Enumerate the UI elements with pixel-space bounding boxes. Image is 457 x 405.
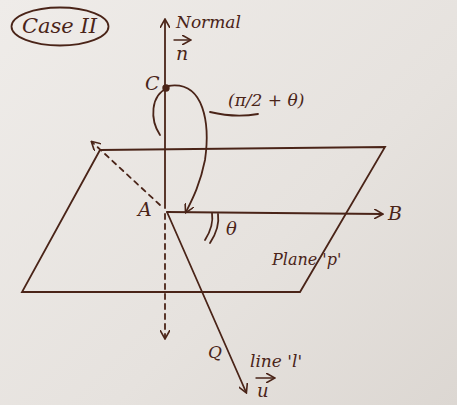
angle-label: (π/2 + θ) <box>228 92 304 109</box>
normal-line <box>164 20 166 208</box>
plane-label: Plane 'p' <box>272 252 341 268</box>
angle-arc <box>168 85 207 212</box>
point-label: B <box>388 204 402 223</box>
dashed-projection <box>92 142 160 205</box>
normal-dashed <box>164 214 166 338</box>
circled-heading: Case II <box>10 6 110 47</box>
ray-ab <box>167 212 382 214</box>
vector-label: n <box>176 44 188 63</box>
point-label: A <box>138 200 152 219</box>
theta-arc <box>210 214 218 243</box>
vector-label: u <box>257 382 269 400</box>
theta-arc <box>205 213 212 240</box>
heading-text: Case II <box>22 16 122 37</box>
angle-label: θ <box>226 220 237 238</box>
vector-arrow <box>174 39 190 40</box>
vector-arrow <box>256 377 274 378</box>
point-label: C <box>145 74 160 93</box>
point-c <box>163 85 169 91</box>
line-l <box>167 212 246 392</box>
angle-arc <box>153 88 168 135</box>
axis-label: Normal <box>176 14 241 31</box>
line-label: line 'l' <box>250 353 302 370</box>
point-label: Q <box>208 344 222 361</box>
label-leader <box>210 112 258 116</box>
